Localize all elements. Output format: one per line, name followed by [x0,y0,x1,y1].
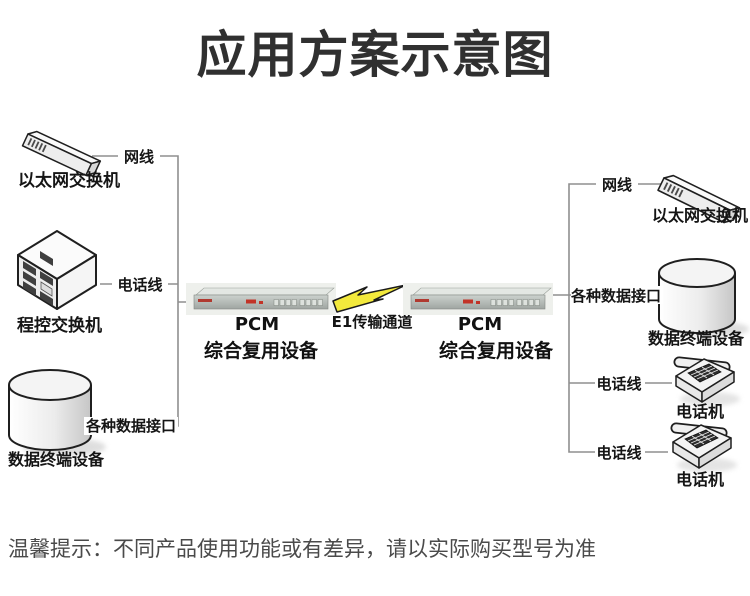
telephone-top-label: 电话机 [676,402,724,421]
label-bg [571,286,663,304]
left-data-interfaces-label: 各种数据接口 [85,417,176,435]
right-phone-line-top-label: 电话线 [596,375,641,393]
pbx-vents [23,251,53,306]
telephone-top-icon [676,359,740,406]
right-network-cable-label: 网线 [602,176,632,194]
left-phone-line-label: 电话线 [117,276,162,294]
pcm-left-icon [185,282,337,316]
pcm-right-name: 综合复用设备 [439,339,554,362]
label-bg [596,175,638,193]
pcm-right-icon [402,282,554,316]
pbx-switch-icon [17,230,97,310]
label-bg [84,417,178,435]
footer-tip: 温馨提示：不同产品使用功能或有差异，请以实际购买型号为准 [8,537,596,561]
right-data-interfaces-label: 各种数据接口 [570,287,661,305]
lightning-icon [332,284,407,313]
pcm-right-model: PCM [458,314,502,335]
left-network-cable-label: 网线 [124,148,154,166]
label-bg [112,275,168,293]
label-bg [595,374,645,392]
left-data-cylinder-icon [8,369,106,456]
pbx-window [40,281,53,297]
page-title: 应用方案示意图 [197,26,554,84]
telephone-bottom-label: 电话机 [676,470,724,489]
pbx-switch-label: 程控交换机 [17,315,102,336]
right-phone-line-bottom-label: 电话线 [596,444,641,462]
left-data-terminal-label: 数据终端设备 [8,450,105,469]
pcm-left-model: PCM [235,314,279,335]
label-bg [118,147,160,165]
right-ethernet-switch-label: 以太网交换机 [652,206,748,225]
telephone-bottom-icon [673,425,737,472]
label-bg [595,443,645,461]
right-data-cylinder-icon [658,258,749,337]
left-ethernet-switch-label: 以太网交换机 [18,170,120,191]
e1-channel-label: E1传输通道 [332,313,413,331]
pcm-left-name: 综合复用设备 [204,339,319,362]
right-data-terminal-label: 数据终端设备 [648,329,745,348]
